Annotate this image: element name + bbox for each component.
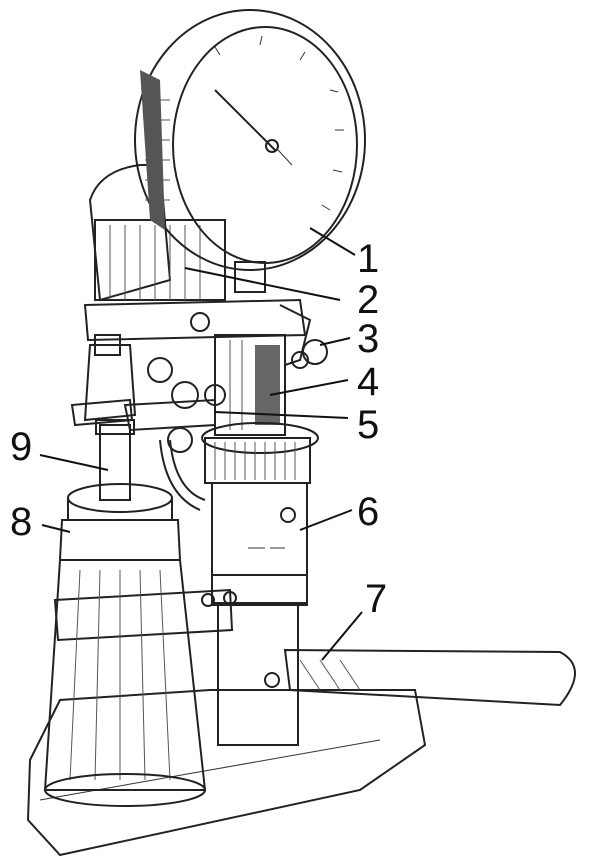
base-plate: [26, 689, 427, 856]
callout-2: 2: [357, 278, 379, 322]
leader-5: [214, 411, 349, 419]
leader-4: [269, 379, 349, 396]
clamp-bracket: [83, 298, 328, 369]
pump-lever: [283, 648, 576, 707]
leader-1: [309, 227, 356, 256]
callout-8: 8: [10, 500, 32, 544]
callout-3: 3: [357, 317, 379, 361]
leader-6: [299, 509, 353, 531]
callout-labels: 1 2 3 4 5 6 7 8 9: [10, 237, 387, 621]
callout-5: 5: [357, 403, 379, 447]
callout-9: 9: [10, 425, 32, 469]
leader-3: [319, 337, 351, 346]
callout-7: 7: [365, 577, 387, 621]
injector-nozzle: [95, 419, 135, 501]
gauge-neck: [234, 261, 266, 293]
pressure-gauge: [134, 9, 366, 271]
lower-collar: [201, 422, 319, 746]
leader-7: [321, 611, 363, 661]
leader-9: [39, 454, 109, 471]
leader-8: [41, 524, 71, 533]
callout-6: 6: [357, 490, 379, 534]
callout-1: 1: [357, 237, 379, 281]
callout-4: 4: [357, 360, 379, 404]
leader-2: [184, 267, 341, 301]
leader-lines: [39, 227, 363, 661]
valve-assembly: [70, 334, 226, 511]
nozzle-holder-cone: [43, 483, 234, 807]
pump-body: [214, 334, 286, 436]
